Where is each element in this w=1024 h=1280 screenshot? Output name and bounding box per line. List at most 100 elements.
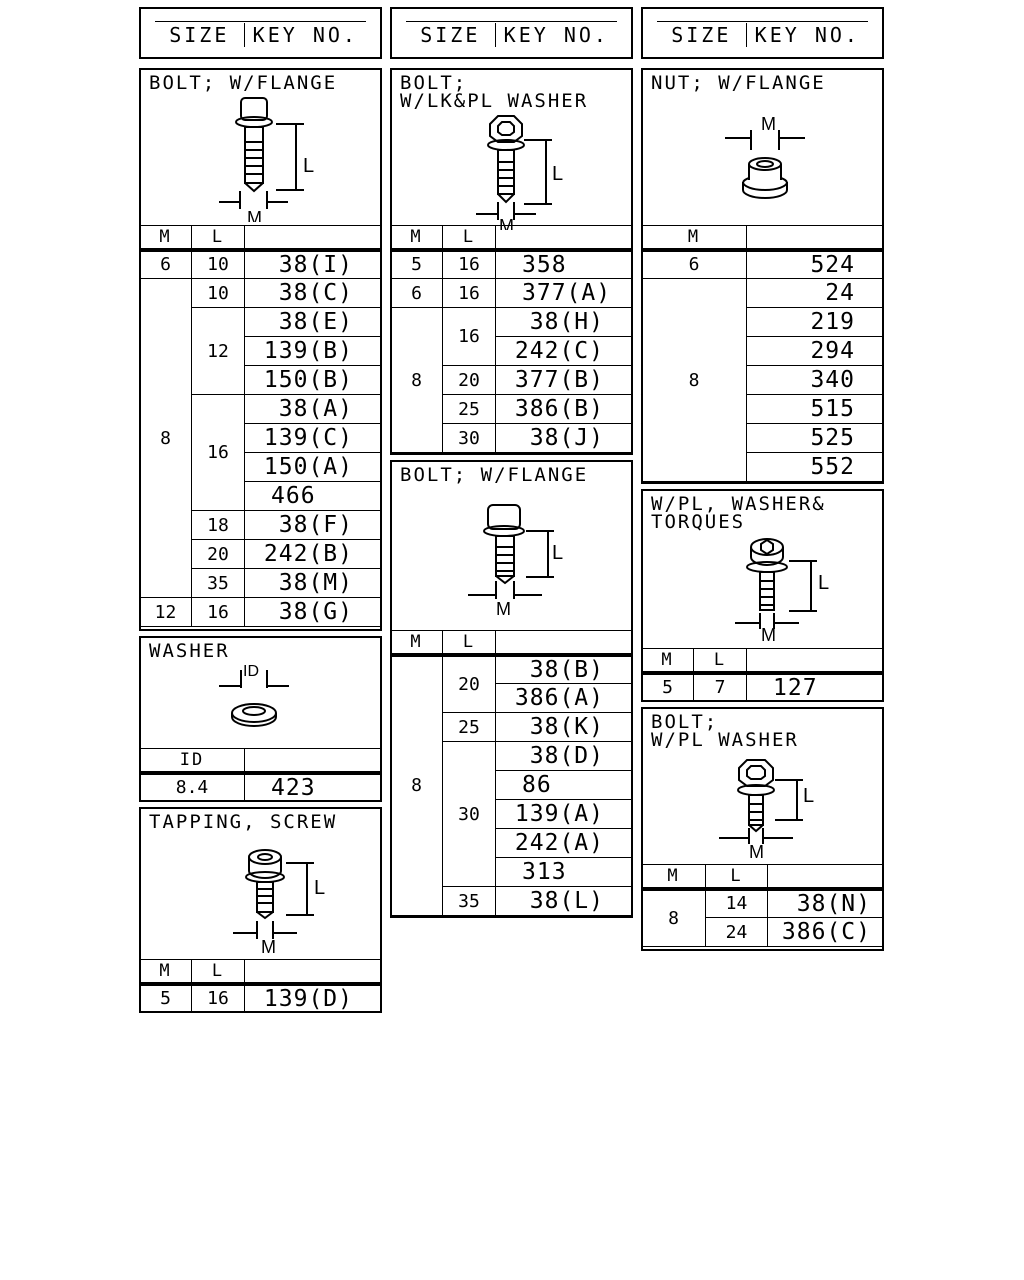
size-header: SIZE (169, 22, 230, 47)
l-cell: 10 (191, 249, 245, 279)
m-cell: 8 (390, 307, 443, 453)
l-cell: 20 (191, 539, 245, 569)
l-cell: 35 (191, 568, 245, 598)
key-cell: 38(M) (244, 568, 382, 598)
key-cell: 150(B) (244, 365, 382, 395)
key-cell: 525 (746, 423, 884, 453)
key-cell: 139(D) (244, 983, 382, 1013)
section-title: BOLT; W/FLANGE (149, 72, 338, 94)
key-cell: 552 (746, 452, 884, 482)
key-cell: 24 (746, 278, 884, 308)
key-cell: 242(C) (495, 336, 633, 366)
key-cell: 38(F) (244, 510, 382, 540)
key-cell: 38(N) (767, 888, 884, 918)
key-cell: 139(C) (244, 423, 382, 453)
m-cell: 6 (390, 278, 443, 308)
key-cell: 515 (746, 394, 884, 424)
section-title: WASHER (149, 640, 230, 662)
m-label: M (496, 599, 511, 619)
key-cell: 386(B) (495, 394, 633, 424)
header-col1: SIZE KEY NO. (139, 7, 382, 59)
m-cell: 8 (139, 278, 192, 598)
section-title: TAPPING, SCREW (149, 811, 338, 833)
l-cell: 16 (442, 249, 496, 279)
size-header: SIZE (420, 22, 481, 47)
section-title: NUT; W/FLANGE (651, 72, 826, 94)
l-label: L (314, 877, 325, 899)
l-cell: 35 (442, 886, 496, 916)
m-label: M (761, 625, 776, 641)
key-no-header: KEY NO. (745, 22, 868, 47)
l-cell: 20 (442, 654, 496, 713)
l-cell: 18 (191, 510, 245, 540)
header-col2: SIZE KEY NO. (390, 7, 633, 59)
key-cell: 38(L) (495, 886, 633, 916)
key-cell: 38(G) (244, 597, 382, 627)
l-label: L (552, 542, 563, 564)
key-cell: 38(B) (495, 654, 633, 684)
key-no-header: KEY NO. (243, 22, 366, 47)
washer-figure: ID (219, 663, 289, 727)
tapping-screw-figure: L M (233, 849, 325, 957)
l-cell: 30 (442, 423, 496, 453)
lock-washer-bolt-figure: L M (476, 115, 563, 230)
key-cell: 386(C) (767, 917, 884, 947)
key-cell: 139(B) (244, 336, 382, 366)
key-cell: 466 (244, 481, 382, 511)
key-cell: 150(A) (244, 452, 382, 482)
flange-bolt-figure: L M (468, 504, 563, 619)
m-cell: 6 (641, 249, 747, 279)
key-cell: 38(H) (495, 307, 633, 337)
key-cell: 313 (495, 857, 633, 887)
key-cell: 219 (746, 307, 884, 337)
key-cell: 38(E) (244, 307, 382, 337)
l-cell: 25 (442, 712, 496, 742)
section-title: BOLT; W/LK&PL WASHER (400, 72, 589, 112)
m-cell: 5 (390, 249, 443, 279)
key-cell: 386(A) (495, 683, 633, 713)
section-title: BOLT; W/FLANGE (400, 464, 589, 486)
key-cell: 423 (244, 772, 382, 802)
id-cell: 8.4 (139, 772, 245, 802)
l-label: L (803, 785, 814, 807)
l-cell: 16 (442, 307, 496, 366)
m-label: M (261, 937, 276, 957)
key-cell: 127 (746, 672, 884, 702)
key-cell: 38(J) (495, 423, 633, 453)
m-cell: 6 (139, 249, 192, 279)
key-cell: 38(I) (244, 249, 382, 279)
key-no-header: KEY NO. (494, 22, 617, 47)
plain-washer-bolt-figure: L M (719, 759, 814, 862)
l-cell: 16 (191, 597, 245, 627)
key-cell: 139(A) (495, 799, 633, 829)
key-cell: 377(A) (495, 278, 633, 308)
m-label: M (247, 208, 262, 222)
m-cell: 5 (139, 983, 192, 1013)
torx-screw-figure: L M (735, 538, 829, 641)
l-label: L (303, 155, 314, 177)
key-cell: 524 (746, 249, 884, 279)
m-label: M (761, 114, 776, 134)
m-cell: 8 (641, 278, 747, 482)
l-cell: 14 (705, 888, 768, 918)
section-title: BOLT; W/PL WASHER (651, 711, 799, 751)
l-cell: 20 (442, 365, 496, 395)
header-col3: SIZE KEY NO. (641, 7, 884, 59)
l-cell: 30 (442, 741, 496, 887)
l-label: L (552, 163, 563, 185)
m-cell: 5 (641, 672, 694, 702)
key-cell: 38(A) (244, 394, 382, 424)
l-cell: 25 (442, 394, 496, 424)
